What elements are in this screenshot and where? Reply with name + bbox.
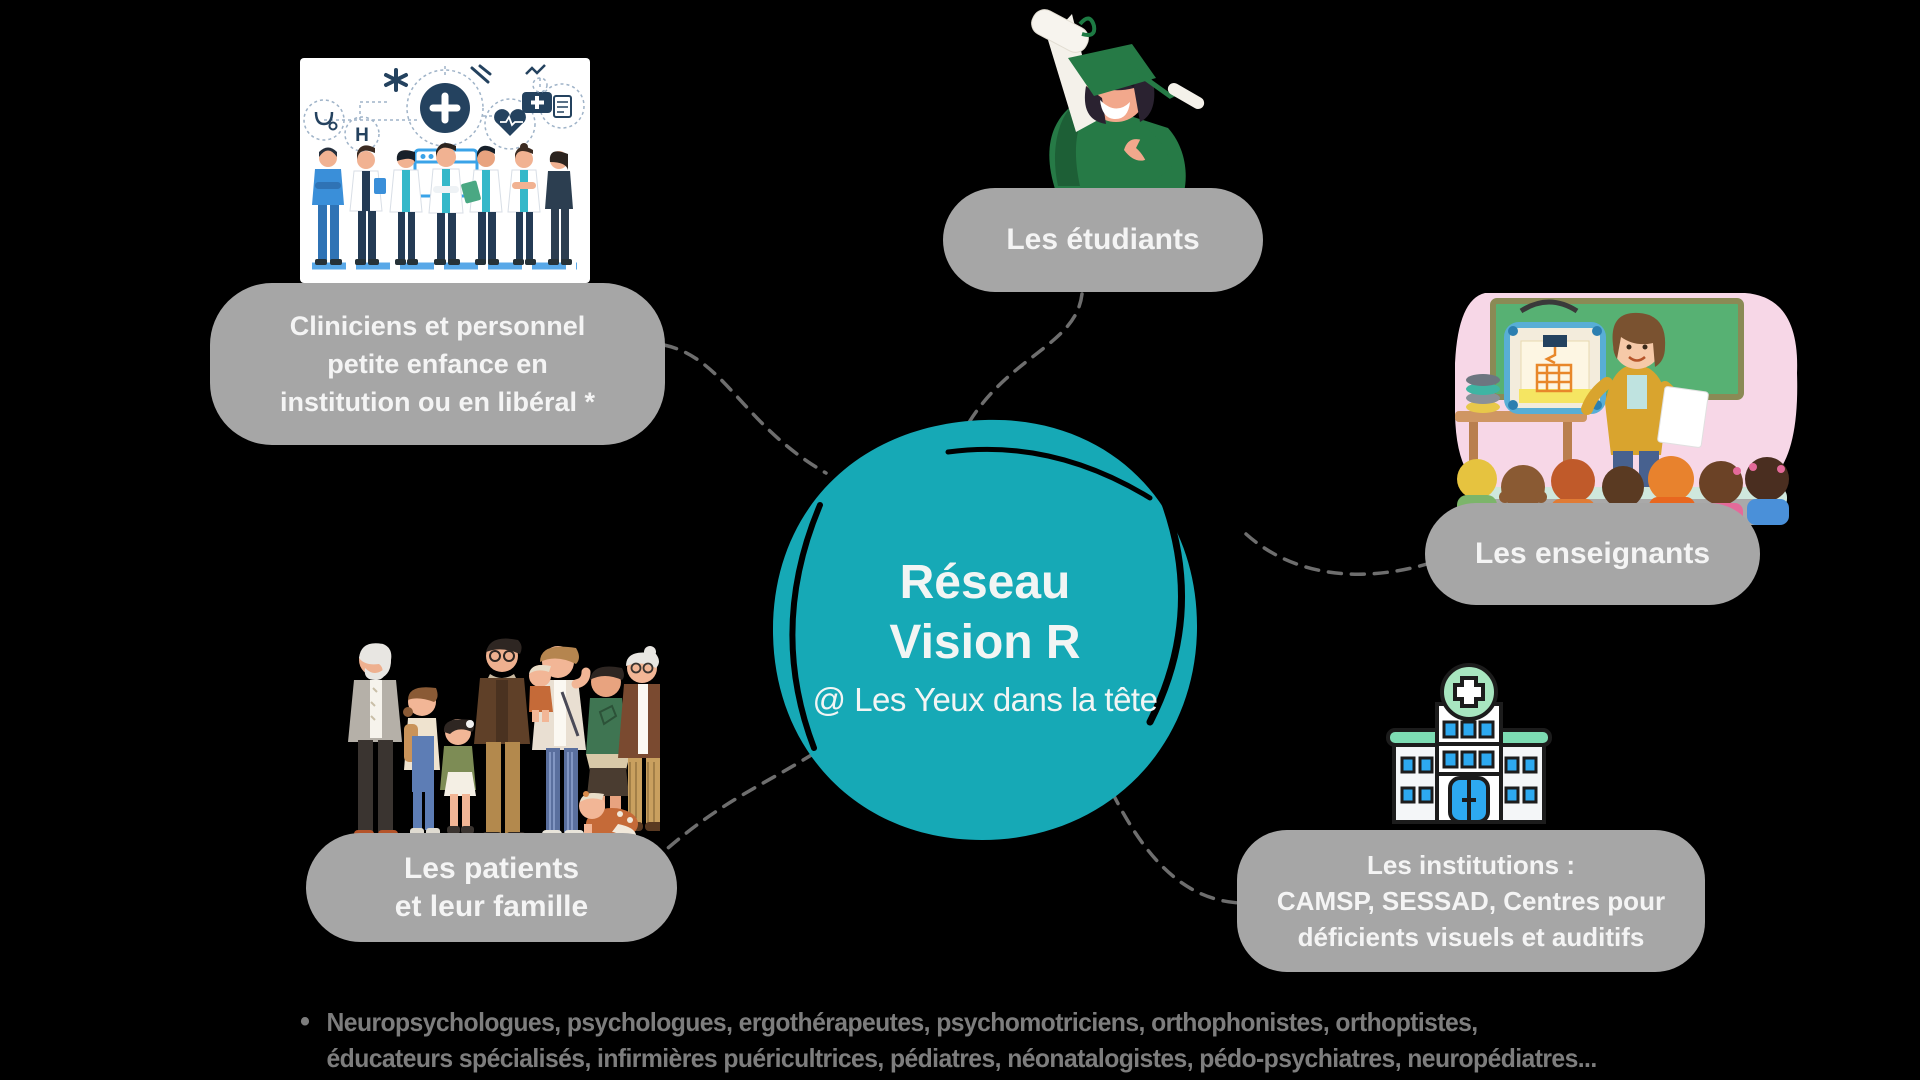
classroom-illustration [1455,293,1798,525]
printer-3d [1504,299,1606,414]
node-cliniciens: Cliniciens et personnel petite enfance e… [210,283,665,445]
hub-title-line1: Réseau [899,556,1071,609]
node-patients-line1: Les patients [403,851,580,885]
node-institutions-line3: déficients visuels et auditifs [1297,922,1645,952]
hub-title-line2: Vision R [889,616,1081,669]
clinician-figure [545,151,573,265]
doctor-figure [507,143,541,265]
node-institutions: Les institutions : CAMSP, SESSAD, Centre… [1237,830,1705,972]
doctor-figure [428,142,464,265]
little-girl-figure [440,719,476,834]
filament-spools [1466,374,1500,413]
doctor-figure [349,145,386,265]
node-cliniciens-line2: petite enfance en [327,349,548,379]
scribble-arc-top [945,446,1153,501]
scribble-arc-left [789,502,823,751]
hub-circle [772,419,1198,840]
node-etudiants-label: Les étudiants [1006,223,1200,256]
scribble-arc-right [1146,468,1185,726]
footnote: • Neuropsychologues, psychologues, ergot… [300,1004,1725,1076]
family-illustration [348,638,660,842]
node-institutions-line1: Les institutions : [1367,850,1575,880]
connector-etudiants [966,292,1084,426]
connector-institutions [1110,790,1242,905]
footnote-line1: Neuropsychologues, psychologues, ergothé… [326,1007,1479,1037]
baby-in-arms [529,665,553,722]
clipboard-icon [553,95,572,118]
grandmother-figure [618,646,660,831]
node-patients: Les patients et leur famille [306,833,677,942]
hospital-h-glyph: H [355,125,369,146]
trend-line-icon [525,64,546,75]
node-etudiants: Les étudiants [943,188,1263,292]
nurse-figure [312,147,344,265]
connector-cliniciens [662,343,828,475]
stethoscope-icon [314,111,334,126]
syringe-icon [470,64,492,84]
clinicians-illustration: H [300,58,590,283]
hub-label: Réseau Vision R @ Les Yeux dans la tête [773,430,1197,836]
boy-figure [586,666,630,839]
medical-staff-figures [312,142,577,270]
doctor-figure [389,150,423,265]
node-institutions-line2: CAMSP, SESSAD, Centres pour [1276,886,1666,916]
graduate-figure [1031,9,1205,192]
grandfather-figure [348,643,402,839]
granddaughter-figure [403,687,440,836]
father-figure [474,638,530,841]
medical-icons [303,66,585,154]
node-cliniciens-line3: institution ou en libéral * [279,387,595,417]
footnote-bullet: • [300,1005,310,1038]
node-cliniciens-line1: Cliniciens et personnel [289,311,586,341]
heart-icon [494,109,526,136]
hospital-building-icon [1386,663,1552,824]
medical-icon-glyphs: H [314,64,572,146]
asterisk-icon [384,68,408,92]
graduate-illustration [1031,9,1205,192]
node-enseignants: Les enseignants [1425,503,1760,605]
mother-figure [529,646,591,839]
footnote-text: Neuropsychologues, psychologues, ergothé… [326,1004,1598,1076]
node-patients-line2: et leur famille [394,889,589,923]
node-enseignants-label: Les enseignants [1474,537,1711,570]
doctor-figure [461,145,503,265]
connector-enseignants [1244,532,1429,576]
footnote-line2: éducateurs spécialisés, infirmières puér… [326,1043,1598,1073]
hub-subtitle: @ Les Yeux dans la tête [812,681,1158,718]
